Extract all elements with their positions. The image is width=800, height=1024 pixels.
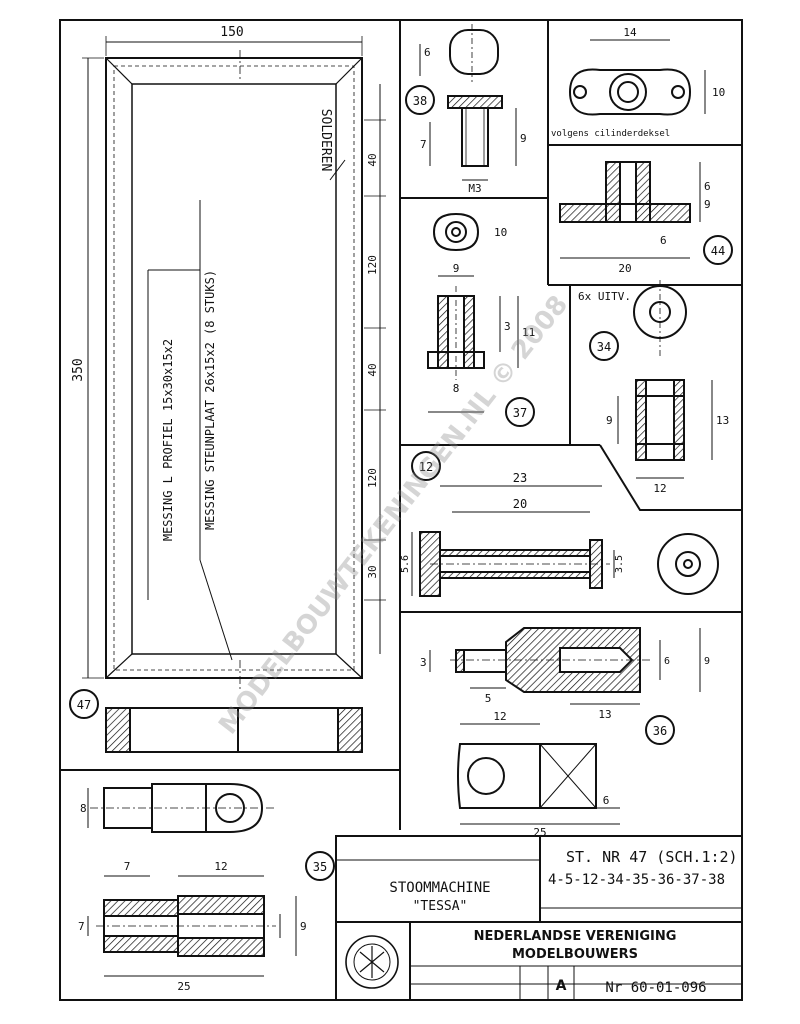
dim-35-c: 12 — [214, 860, 227, 873]
part-37-labels: 10 9 3 11 8 37 — [453, 226, 536, 420]
dim-34-c: 12 — [653, 482, 666, 495]
dim-12-b: 3.5 — [614, 555, 625, 573]
dim-150: 150 — [220, 25, 243, 40]
dim-35-d: 25 — [177, 980, 190, 993]
part-35-labels: 8 7 12 25 9 7 35 — [78, 802, 327, 993]
label-messing-steunplaat: MESSING STEUNPLAAT 26x15x2 (8 STUKS) — [203, 270, 217, 530]
dim-38-c: 9 — [520, 132, 527, 145]
part-47-drawing — [69, 36, 386, 753]
note-44: volgens cilinderdeksel — [551, 129, 670, 139]
part-numbers: 4-5-12-34-35-36-37-38 — [548, 872, 725, 888]
dim-35-f: 7 — [78, 920, 85, 933]
dim-36-c: 13 — [598, 708, 611, 721]
part-number-34: 34 — [597, 340, 611, 354]
dim-12-total: 23 — [513, 471, 527, 485]
part-38-drawing — [405, 24, 517, 181]
dim-44-b: 9 — [704, 198, 711, 211]
dim-44-len: 14 — [623, 26, 637, 39]
part-number-35: 35 — [313, 860, 327, 874]
part-34-labels: 6x UITV. 9 13 12 34 — [578, 290, 729, 495]
dim-38-b: 7 — [420, 138, 427, 151]
part-44-drawing — [559, 39, 733, 265]
part-number-47: 47 — [77, 698, 91, 712]
part-number-38: 38 — [413, 94, 427, 108]
part-37-drawing — [427, 212, 535, 427]
dim-40-top: 40 — [366, 153, 379, 166]
part-number-36: 36 — [653, 724, 667, 738]
drawing-number: Nr 60-01-096 — [605, 980, 706, 996]
dim-44-h: 10 — [712, 86, 725, 99]
dim-37-bore: 3 — [504, 320, 511, 333]
dim-37-b: 9 — [453, 262, 460, 275]
title-block-text: STOOMMACHINE "TESSA" ST. NR 47 (SCH.1:2)… — [389, 848, 737, 996]
part-number-44: 44 — [711, 244, 725, 258]
part-number-12: 12 — [419, 460, 433, 474]
model-name: "TESSA" — [413, 899, 468, 914]
dim-34-b: 13 — [716, 414, 729, 427]
dim-12-inner: 20 — [513, 497, 527, 511]
part-34-drawing — [589, 280, 713, 479]
dim-44-d: 20 — [618, 262, 631, 275]
dim-35-a: 8 — [80, 802, 87, 815]
dim-35-b: 7 — [124, 860, 131, 873]
org-line-2: MODELBOUWERS — [512, 947, 638, 962]
label-solderen: SOLDEREN — [318, 109, 333, 172]
dim-120-bottom: 120 — [366, 468, 379, 488]
sheet-size: A — [556, 978, 567, 994]
dim-38-thread: M3 — [468, 182, 481, 195]
dim-44-c: 6 — [660, 234, 667, 247]
part-12-drawing — [411, 451, 719, 597]
dim-36-g: 6 — [603, 794, 610, 807]
dim-36-d: 6 — [664, 656, 670, 667]
dim-36-a: 3 — [420, 656, 427, 669]
dim-35-e: 9 — [300, 920, 307, 933]
dim-40-mid: 40 — [366, 363, 379, 376]
st-number: ST. NR 47 (SCH.1:2) — [566, 848, 738, 866]
note-34: 6x UITV. — [578, 290, 631, 303]
dim-34-a: 9 — [606, 414, 613, 427]
part-47-labels: 150 350 40 120 40 120 30 SOLDEREN MESSIN… — [71, 25, 379, 712]
dim-36-f: 12 — [493, 710, 506, 723]
title-block — [335, 835, 743, 1001]
dim-12-a: 5.6 — [400, 555, 411, 573]
dim-36-b: 5 — [485, 692, 492, 705]
dim-36-e: 9 — [704, 656, 710, 667]
org-line-1: NEDERLANDSE VERENIGING — [474, 929, 677, 944]
dim-37-base: 8 — [453, 382, 460, 395]
dim-38-a: 6 — [424, 46, 431, 59]
part-44-labels: 14 10 volgens cilinderdeksel 6 9 6 20 44 — [551, 26, 725, 275]
part-number-37: 37 — [513, 406, 527, 420]
part-35-drawing — [87, 783, 335, 977]
dim-350: 350 — [71, 358, 86, 381]
label-messing-profiel: MESSING L PROFIEL 15x30x15x2 — [161, 339, 175, 541]
part-12-labels: 23 20 5.6 3.5 12 — [400, 460, 625, 573]
model-label: STOOMMACHINE — [389, 880, 490, 896]
dim-37-c: 11 — [522, 326, 535, 339]
dim-37-a: 10 — [494, 226, 507, 239]
part-36-drawing — [429, 627, 701, 825]
part-38-labels: 6 7 9 M3 38 — [413, 46, 527, 195]
dim-120-top: 120 — [366, 255, 379, 275]
dim-44-a: 6 — [704, 180, 711, 193]
dim-30-bottom: 30 — [366, 565, 379, 578]
